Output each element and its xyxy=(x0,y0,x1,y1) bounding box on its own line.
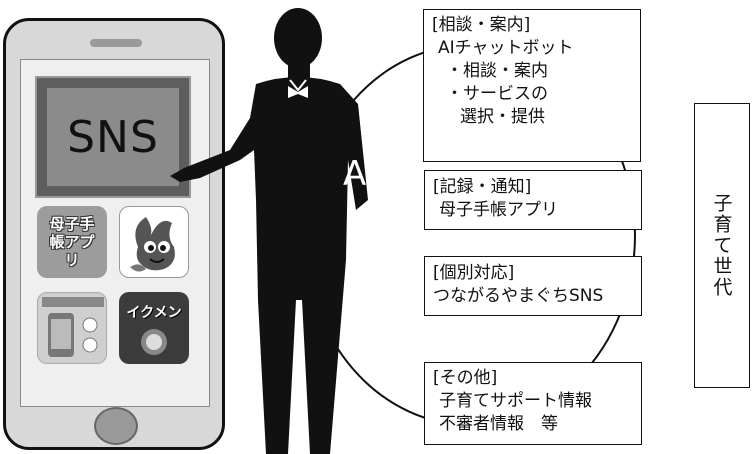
boshi-techo-app-label: 母子手帳アプリ xyxy=(49,215,95,269)
parenting-generation-label: 子育て世代 xyxy=(710,193,733,298)
smartphone: SNS 母子手帳アプリ イクメン xyxy=(3,18,225,450)
home-button[interactable] xyxy=(94,407,138,445)
other-item-suspicious: 不審者情報 等 xyxy=(439,414,558,434)
ai-letter-i: I xyxy=(350,214,361,254)
individual-item: つながるやまぐちSNS xyxy=(433,286,604,306)
sns-app-tile[interactable]: SNS xyxy=(35,76,191,198)
sns-label: SNS xyxy=(67,111,159,163)
consultation-heading: [相談・案内] xyxy=(432,15,531,35)
consultation-guidance-box: [相談・案内] AIチャットボット ・相談・案内 ・サービスの 選択・提供 xyxy=(423,9,641,162)
other-info-box: [その他] 子育てサポート情報 不審者情報 等 xyxy=(424,362,642,445)
phone-screen: SNS 母子手帳アプリ イクメン xyxy=(20,59,210,407)
record-notify-box: [記録・通知] 母子手帳アプリ xyxy=(424,170,642,230)
ikumen-badge-icon xyxy=(141,329,167,355)
individual-heading: [個別対応] xyxy=(433,263,515,283)
individual-response-box: [個別対応] つながるやまぐちSNS xyxy=(424,256,642,316)
record-item: 母子手帳アプリ xyxy=(439,200,558,220)
boshi-techo-app-icon[interactable]: 母子手帳アプリ xyxy=(37,206,107,278)
phone-app-icon xyxy=(42,297,104,357)
record-heading: [記録・通知] xyxy=(433,177,532,197)
mascot-character-icon xyxy=(130,217,175,272)
ikumen-app-label: イクメン xyxy=(126,305,182,321)
chatbot-label: AIチャットボット xyxy=(438,38,574,58)
ai-letter-a: A xyxy=(343,154,367,194)
ikumen-app-icon[interactable]: イクメン xyxy=(119,292,189,364)
ai-concierge-silhouette xyxy=(170,8,368,454)
service-item-cont: 選択・提供 xyxy=(460,107,545,127)
consultation-item: ・相談・案内 xyxy=(446,61,548,81)
other-heading: [その他] xyxy=(433,368,498,388)
parenting-generation-box: 子育て世代 xyxy=(694,103,750,388)
mascot-app-icon[interactable] xyxy=(119,206,189,278)
app-screenshot-icon[interactable] xyxy=(37,292,107,364)
phone-speaker xyxy=(90,39,142,47)
other-item-support: 子育てサポート情報 xyxy=(439,391,592,411)
service-item: ・サービスの xyxy=(446,84,548,104)
